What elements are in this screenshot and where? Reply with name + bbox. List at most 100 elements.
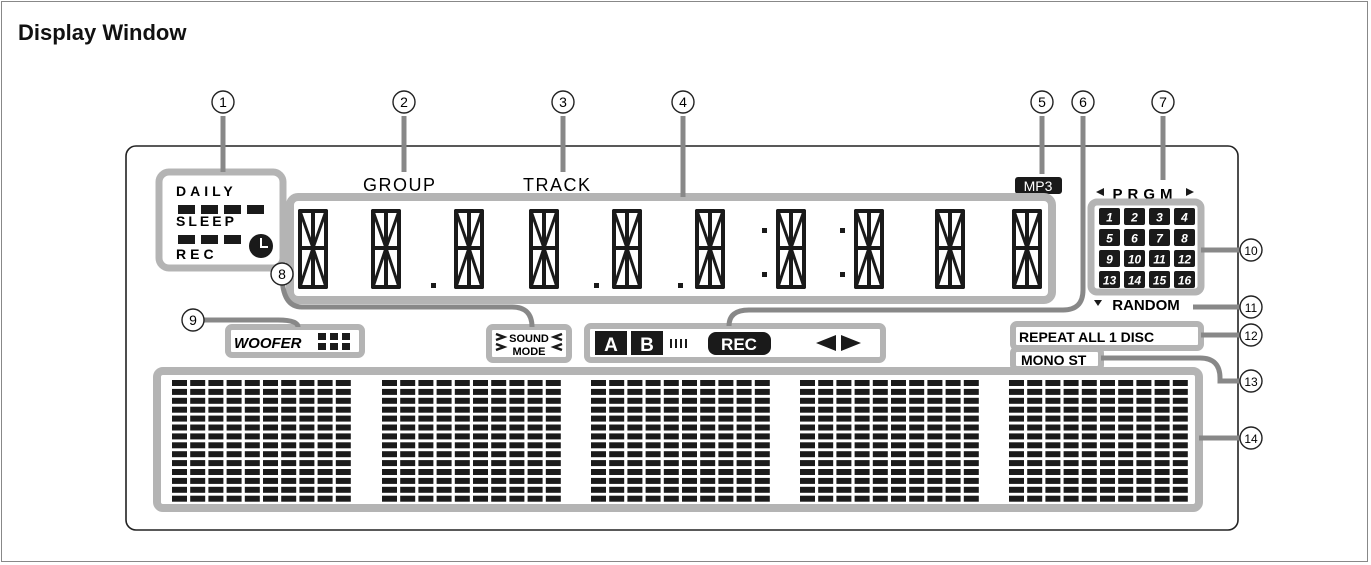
program-number: 7 bbox=[1156, 232, 1164, 246]
callout-number: 4 bbox=[679, 94, 687, 110]
callout-marker: 12 bbox=[1239, 323, 1263, 347]
figure-title: Display Window bbox=[18, 20, 187, 45]
colon-dot bbox=[762, 228, 767, 233]
program-number-box bbox=[1149, 208, 1170, 225]
segment-digit bbox=[776, 209, 806, 289]
program-number: 12 bbox=[1178, 253, 1192, 267]
program-number-box bbox=[1174, 229, 1195, 246]
callout-marker: 3 bbox=[551, 90, 575, 114]
callout-marker: 14 bbox=[1239, 426, 1263, 450]
segment-digit bbox=[371, 209, 401, 289]
program-number-box bbox=[1099, 208, 1120, 225]
program-number: 1 bbox=[1106, 211, 1113, 225]
callout-number: 3 bbox=[559, 94, 567, 110]
program-number: 4 bbox=[1180, 211, 1188, 225]
rec-timer-label: REC bbox=[176, 246, 218, 262]
callout-number: 2 bbox=[400, 94, 408, 110]
program-number: 10 bbox=[1128, 253, 1142, 267]
program-number-box bbox=[1099, 271, 1120, 288]
program-number: 16 bbox=[1178, 274, 1192, 288]
callout-marker: 4 bbox=[671, 90, 695, 114]
program-number-box bbox=[1174, 250, 1195, 267]
callout-marker: 7 bbox=[1151, 90, 1175, 114]
rec-label: REC bbox=[721, 335, 757, 354]
forward-arrow-icon bbox=[841, 335, 861, 351]
callout-number: 12 bbox=[1244, 329, 1258, 343]
program-number-box bbox=[1174, 271, 1195, 288]
program-number-block bbox=[1087, 198, 1205, 296]
track-label: TRACK bbox=[523, 175, 592, 195]
mono-st-label: MONO ST bbox=[1021, 352, 1087, 368]
decimal-point bbox=[678, 283, 683, 288]
sound-mode-indicator bbox=[486, 324, 572, 363]
dot-matrix-group bbox=[172, 380, 351, 502]
program-number-box bbox=[1149, 250, 1170, 267]
callout-number: 6 bbox=[1079, 94, 1087, 110]
main-segment-display bbox=[286, 193, 1056, 304]
program-number: 5 bbox=[1106, 232, 1113, 246]
daily-label: DAILY bbox=[176, 183, 237, 199]
colon-dot bbox=[762, 272, 767, 277]
callout-marker: 8 bbox=[270, 262, 294, 286]
callout-marker: 13 bbox=[1239, 369, 1263, 393]
program-number: 3 bbox=[1156, 211, 1163, 225]
segment-digit bbox=[854, 209, 884, 289]
program-number: 9 bbox=[1106, 253, 1113, 267]
program-number: 6 bbox=[1131, 232, 1138, 246]
deck-b-label: B bbox=[640, 335, 654, 356]
sleep-label: SLEEP bbox=[176, 213, 237, 229]
program-number: 15 bbox=[1153, 274, 1167, 288]
deck-a-label: A bbox=[604, 335, 618, 356]
timer-indicator-group: DAILY SLEEP REC bbox=[155, 168, 287, 272]
woofer-label: WOOFER bbox=[234, 335, 302, 352]
dot-matrix-group bbox=[382, 380, 561, 502]
reverse-arrow-icon bbox=[816, 335, 836, 351]
colon-dot bbox=[840, 228, 845, 233]
decimal-point bbox=[594, 283, 599, 288]
callout-marker: 10 bbox=[1239, 238, 1263, 262]
callout-marker: 1 bbox=[211, 90, 235, 114]
program-number: 2 bbox=[1130, 211, 1138, 225]
program-number: 13 bbox=[1103, 274, 1117, 288]
callout-marker: 2 bbox=[392, 90, 416, 114]
woofer-indicator bbox=[225, 324, 365, 358]
callout-marker: 5 bbox=[1030, 90, 1054, 114]
callout-number: 9 bbox=[189, 312, 197, 328]
callout-number: 5 bbox=[1038, 94, 1046, 110]
program-number: 8 bbox=[1181, 232, 1188, 246]
group-label: GROUP bbox=[363, 175, 437, 195]
program-number-box bbox=[1124, 229, 1145, 246]
callout-number: 8 bbox=[278, 266, 286, 282]
segment-digit bbox=[695, 209, 725, 289]
segment-digit bbox=[1012, 209, 1042, 289]
sound-label: SOUND bbox=[509, 333, 549, 345]
random-label: RANDOM bbox=[1112, 297, 1180, 314]
dot-matrix-group bbox=[1009, 380, 1188, 502]
tape-deck-indicator bbox=[584, 323, 886, 363]
callout-marker: 11 bbox=[1239, 295, 1263, 319]
segment-digit bbox=[612, 209, 642, 289]
callout-number: 10 bbox=[1244, 244, 1258, 258]
dot-matrix-group bbox=[591, 380, 770, 502]
callout-number: 1 bbox=[219, 94, 227, 110]
decimal-point bbox=[431, 283, 436, 288]
callout-number: 14 bbox=[1244, 432, 1258, 446]
mp3-label: MP3 bbox=[1024, 178, 1053, 194]
program-number-box bbox=[1099, 229, 1120, 246]
segment-digit bbox=[298, 209, 328, 289]
program-number-box bbox=[1124, 250, 1145, 267]
program-number-box bbox=[1124, 208, 1145, 225]
dot-matrix-characters bbox=[172, 380, 1188, 502]
program-number: 11 bbox=[1153, 253, 1166, 267]
program-number-box bbox=[1099, 250, 1120, 267]
segment-digits bbox=[298, 209, 1042, 289]
callout-number: 13 bbox=[1244, 375, 1258, 389]
callout-number: 7 bbox=[1159, 94, 1167, 110]
callout-marker: 9 bbox=[181, 308, 205, 332]
segment-digit bbox=[529, 209, 559, 289]
mp3-indicator bbox=[1015, 177, 1062, 194]
program-number-box bbox=[1149, 271, 1170, 288]
